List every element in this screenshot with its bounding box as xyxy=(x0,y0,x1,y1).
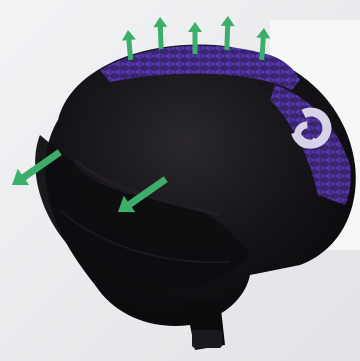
buckle xyxy=(192,330,222,348)
